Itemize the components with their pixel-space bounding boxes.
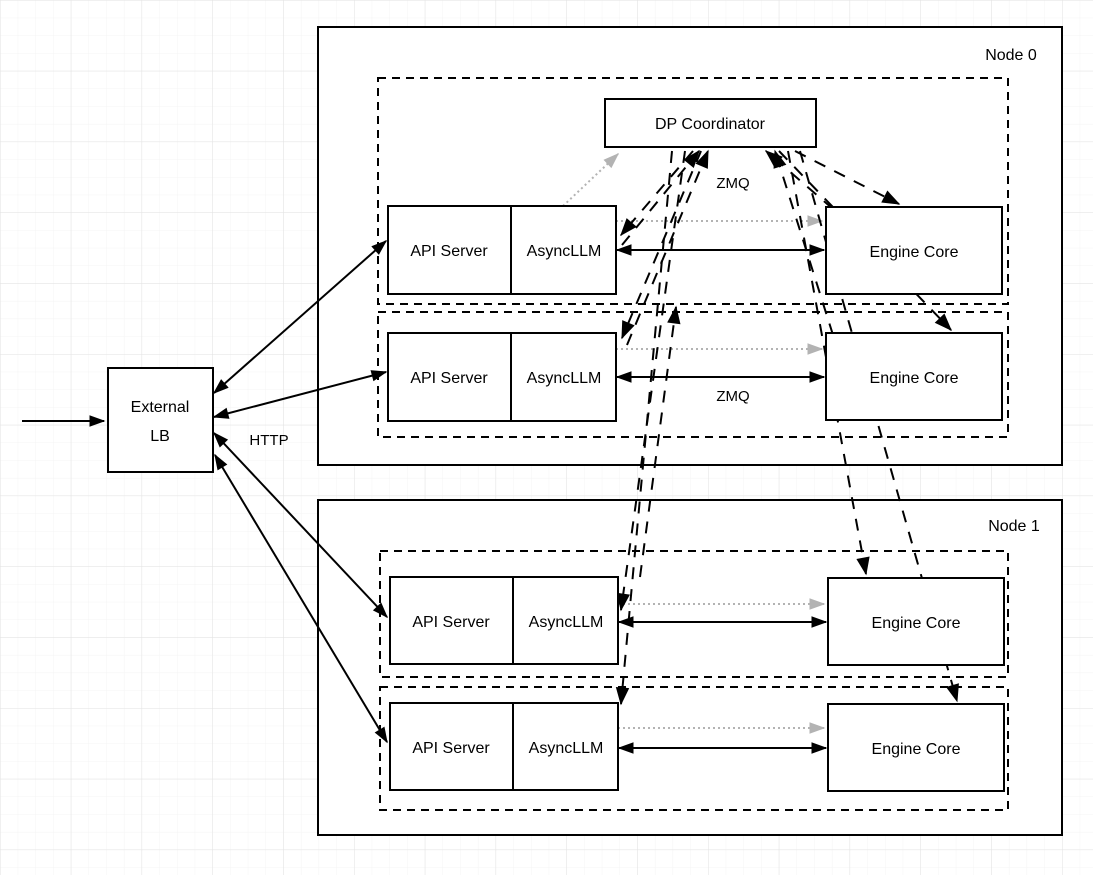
coordinator-to-asyncllm2-dashed xyxy=(616,150,686,612)
node1-rank1-group xyxy=(379,686,1009,811)
dp-coordinator-label: DP Coordinator xyxy=(655,116,766,133)
rank0-asyncllm-label: AsyncLLM xyxy=(527,243,602,260)
dotted-gray-links xyxy=(562,152,826,734)
rank3-engine-core-box xyxy=(827,703,1005,792)
rank2-engine-core-label: Engine Core xyxy=(872,615,961,632)
rank2-engine-core-box xyxy=(827,577,1005,666)
rank1-api-server-label: API Server xyxy=(410,370,488,387)
coordinator-to-engine2-dashed xyxy=(787,150,870,576)
node1-rank0-to-coordinator-dashed xyxy=(639,305,681,578)
rank2-asyncllm-label: AsyncLLM xyxy=(529,614,604,631)
rank3-engine-core-label: Engine Core xyxy=(872,741,961,758)
rank2-frontend-box xyxy=(389,576,619,665)
external-lb-label-line1: External xyxy=(131,399,190,416)
rank1-frontend-box xyxy=(387,332,617,422)
rank0-frontend-box xyxy=(387,205,617,295)
external-lb-box xyxy=(107,367,214,473)
rank3-api-server-label: API Server xyxy=(412,740,490,757)
external-lb-label-line2: LB xyxy=(150,428,170,445)
http-label: HTTP xyxy=(249,432,288,449)
zmq-label-row0: ZMQ xyxy=(716,175,749,192)
coordinator-to-engine1-dashed xyxy=(778,150,952,332)
rank1-asyncllm-label: AsyncLLM xyxy=(527,370,602,387)
lb-to-api0-link xyxy=(212,240,388,394)
coordinator-to-engine0-dashed xyxy=(794,150,901,205)
rank2-api-server-label: API Server xyxy=(412,614,490,631)
rank3-frontend-box xyxy=(389,702,619,791)
coordinator-to-asyncllm3-dashed xyxy=(615,150,673,706)
rank1-engine-core-label: Engine Core xyxy=(870,370,959,387)
lb-to-api1-link xyxy=(212,370,388,419)
node0-rank0-group xyxy=(377,77,1009,305)
rank1-engine-core-box xyxy=(825,332,1003,421)
node0-label: Node 0 xyxy=(985,47,1037,64)
rank0-engine-core-box xyxy=(825,206,1003,295)
coordinator-to-asyncllm1-dashed xyxy=(621,150,702,340)
rank3-asyncllm-label: AsyncLLM xyxy=(529,740,604,757)
coordinator-to-asyncllm0-dashed xyxy=(620,150,694,237)
rank0-api-server-label: API Server xyxy=(410,243,488,260)
node1-label: Node 1 xyxy=(988,518,1040,535)
dp-coordinator-box xyxy=(604,98,817,148)
lb-to-api3-link xyxy=(214,453,388,744)
zmq-label-row1: ZMQ xyxy=(716,388,749,405)
rank0-engine-core-label: Engine Core xyxy=(870,244,959,261)
